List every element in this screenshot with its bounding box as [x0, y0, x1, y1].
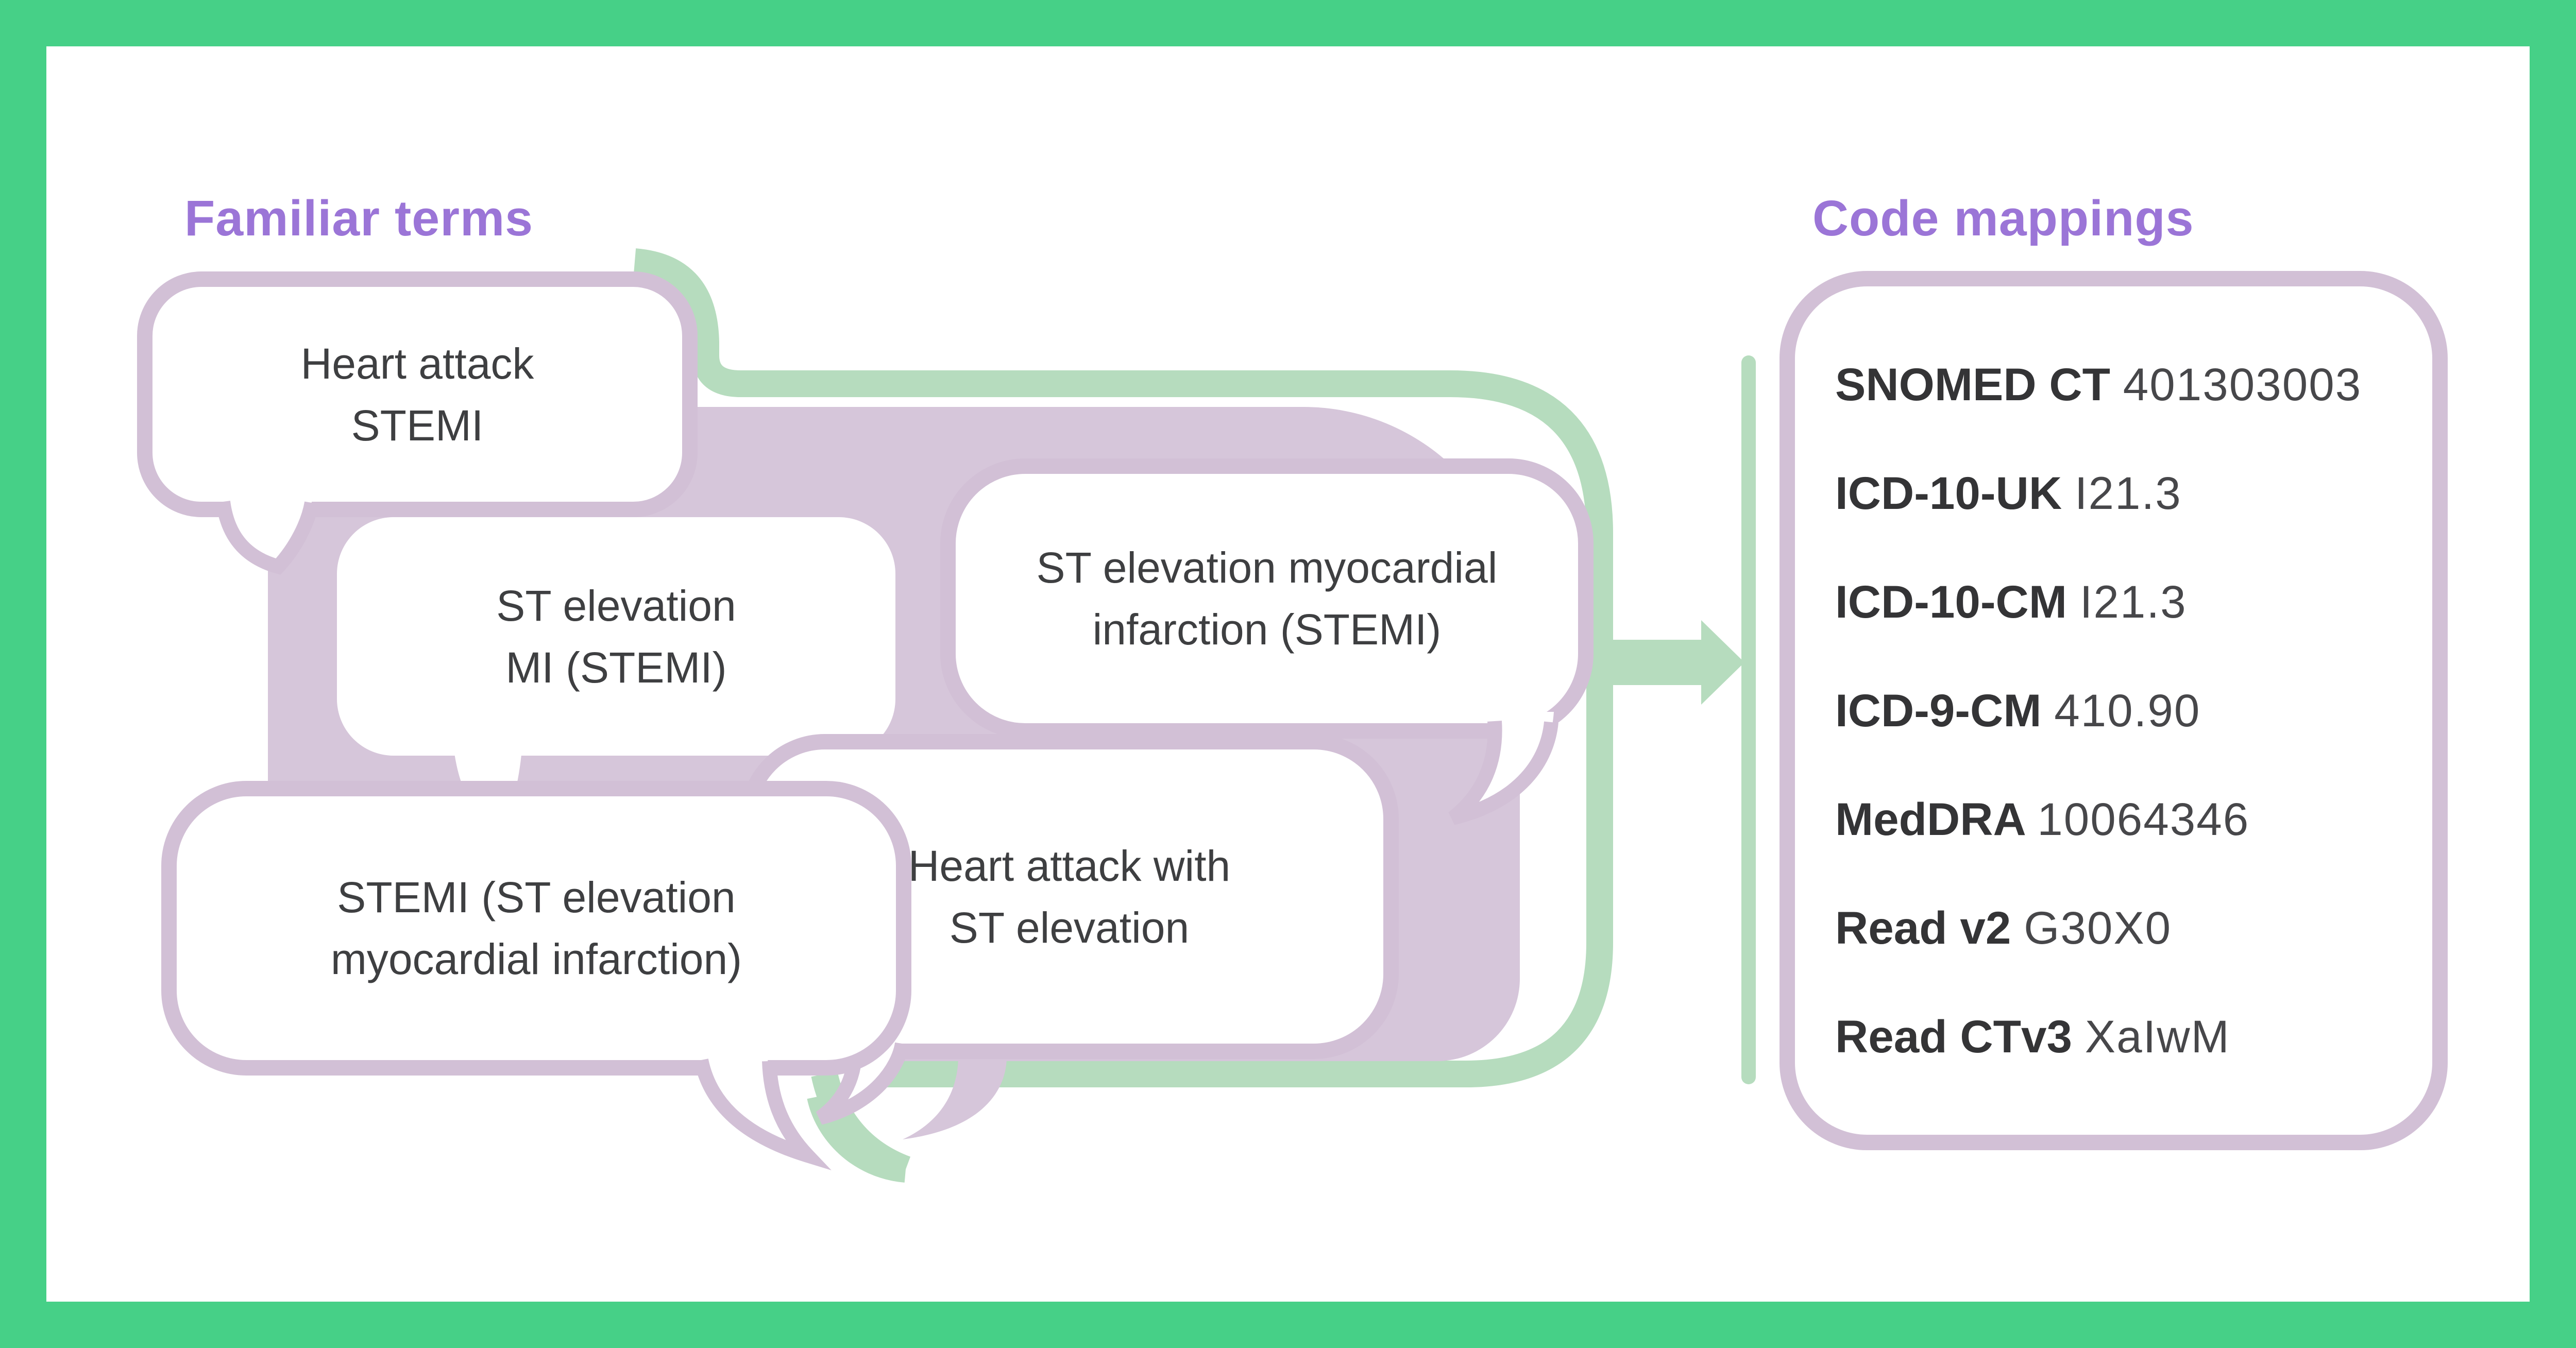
code-mappings-heading: Code mappings: [1812, 190, 2194, 246]
bubble-line: ST elevation: [496, 581, 736, 630]
speech-bubble-st-elevation-myocardial-infarction-shape: [940, 458, 1594, 825]
code-value: 401303003: [2123, 359, 2362, 410]
divider-bar: [1741, 355, 1756, 1084]
code-value: 410.90: [2054, 685, 2201, 736]
code-value: G30X0: [2024, 902, 2172, 953]
code-mappings-panel: SNOMED CT 401303003 ICD-10-UK I21.3 ICD-…: [1780, 271, 2448, 1150]
code-system-label: MedDRA: [1835, 793, 2038, 845]
bubble-line: STEMI (ST elevation: [337, 873, 736, 922]
bubble-st-elevation-myocardial-infarction: ST elevation myocardial infarction (STEM…: [948, 466, 1586, 731]
bubble-line: STEMI: [351, 401, 484, 450]
code-mapping-row: Read v2 G30X0: [1835, 901, 2432, 954]
code-value: I21.3: [2074, 467, 2182, 519]
bubble-line: ST elevation myocardial: [1036, 543, 1498, 592]
bubble-st-elevation-mi: ST elevation MI (STEMI): [337, 517, 895, 756]
code-mapping-row: Read CTv3 XaIwM: [1835, 1010, 2432, 1063]
code-system-label: ICD-9-CM: [1835, 685, 2055, 736]
code-value: XaIwM: [2084, 1011, 2230, 1062]
bubble-line: MI (STEMI): [505, 643, 727, 692]
speech-bubble-stemi-st-elevation-shape: [161, 781, 911, 1171]
code-system-label: SNOMED CT: [1835, 359, 2123, 410]
code-system-label: ICD-10-UK: [1835, 467, 2075, 519]
mauve-blob-tail: [903, 1059, 1007, 1139]
code-mapping-row: MedDRA 10064346: [1835, 793, 2432, 846]
familiar-terms-heading: Familiar terms: [184, 190, 534, 246]
speech-bubble-heart-attack-stemi-shape: [137, 271, 698, 575]
bubble-line: Heart attack with: [908, 841, 1231, 890]
code-system-label: Read CTv3: [1835, 1011, 2085, 1062]
bubble-heart-attack-stemi: Heart attack STEMI: [145, 279, 690, 509]
code-mapping-row: ICD-10-UK I21.3: [1835, 467, 2432, 520]
code-mapping-row: SNOMED CT 401303003: [1835, 358, 2432, 411]
code-value: I21.3: [2079, 576, 2187, 627]
flow-arrow-icon: [1606, 620, 1744, 705]
code-system-label: ICD-10-CM: [1835, 576, 2080, 627]
bubble-line: infarction (STEMI): [1092, 605, 1442, 654]
code-mapping-row: ICD-10-CM I21.3: [1835, 575, 2432, 628]
bubble-stemi-st-elevation-myocardial-infarction: STEMI (ST elevation myocardial infarctio…: [169, 789, 904, 1068]
code-value: 10064346: [2037, 793, 2250, 845]
bubble-line: ST elevation: [949, 903, 1190, 952]
code-system-label: Read v2: [1835, 902, 2024, 953]
bubble-heart-attack-with-st-elevation: Heart attack with ST elevation: [748, 742, 1391, 1051]
bubble-line: myocardial infarction): [330, 935, 742, 983]
bubble-line: Heart attack: [300, 339, 534, 388]
code-mapping-row: ICD-9-CM 410.90: [1835, 684, 2432, 737]
